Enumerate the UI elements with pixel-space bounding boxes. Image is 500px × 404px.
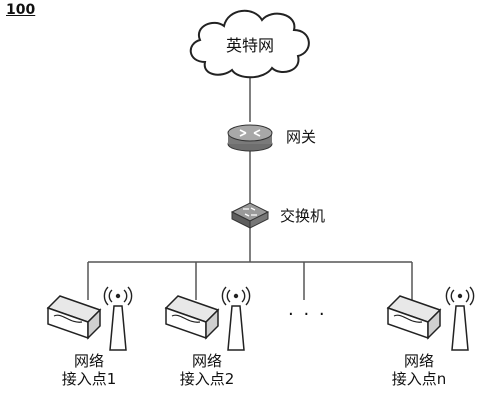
cloud-label: 英特网 — [226, 36, 275, 55]
access-point-label-line1: 网络 — [403, 352, 434, 370]
antenna-icon — [445, 286, 475, 351]
figure-reference-number: 100 — [6, 2, 36, 18]
switch-label: 交换机 — [280, 207, 326, 225]
ellipsis: · · · — [288, 304, 327, 325]
cloud-icon — [189, 10, 310, 79]
access-point-label-2: 网络 接入点2 — [152, 352, 262, 388]
gateway-label: 网关 — [286, 128, 317, 146]
access-point-label-line2: 接入点2 — [179, 370, 235, 388]
access-point-label-line1: 网络 — [191, 352, 222, 370]
access-point-label-line2: 接入点n — [391, 370, 447, 388]
access-point-label-line2: 接入点1 — [61, 370, 117, 388]
access-point-icon — [164, 295, 220, 340]
router-icon — [227, 124, 273, 152]
access-point-label-line1: 网络 — [73, 352, 104, 370]
antenna-icon — [221, 286, 251, 351]
access-point-label-n: 网络 接入点n — [364, 352, 474, 388]
antenna-icon — [103, 286, 133, 351]
access-point-icon — [46, 295, 102, 340]
access-point-label-1: 网络 接入点1 — [34, 352, 144, 388]
switch-icon — [230, 202, 270, 229]
access-point-icon — [386, 295, 442, 340]
